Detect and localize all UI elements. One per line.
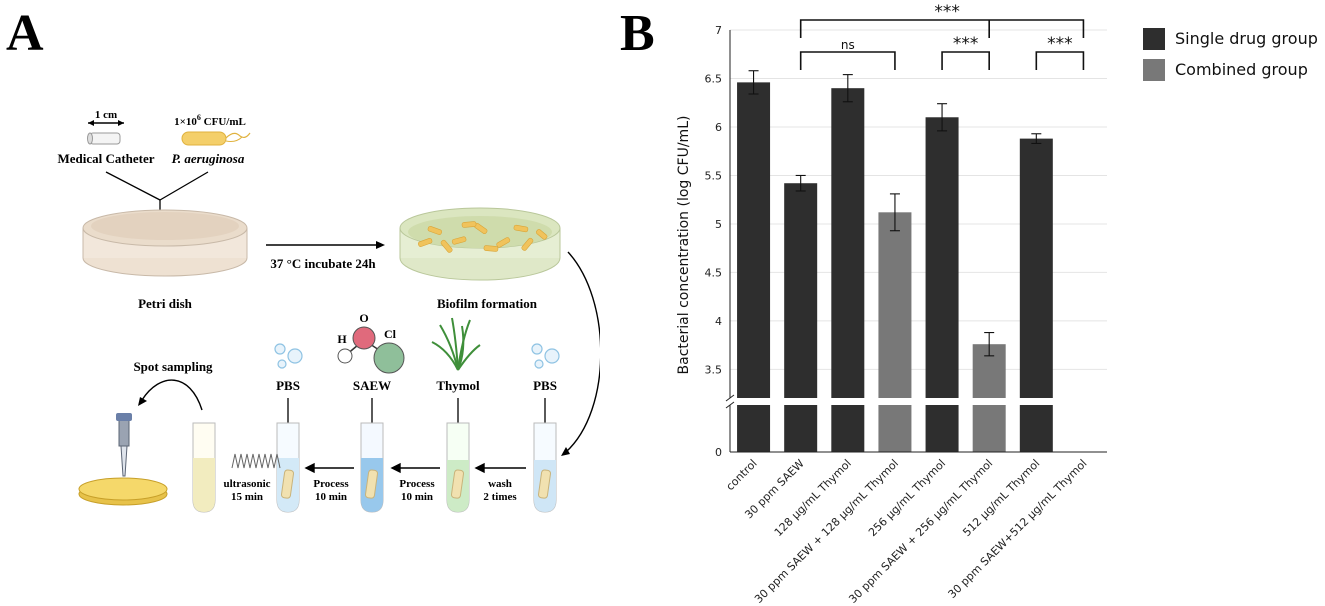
y-tick-label: 4: [715, 315, 722, 328]
panel-b-letter: B: [620, 5, 655, 62]
incubate-arrow: [266, 241, 385, 249]
scale-label: 1 cm: [95, 109, 117, 121]
wash-label: wash: [488, 478, 512, 490]
significance-label: ns: [841, 38, 855, 52]
biofilm-label: Biofilm formation: [437, 296, 538, 311]
catheter-icon: [87, 132, 121, 145]
bar: [784, 183, 818, 398]
legend-swatch: [1143, 28, 1165, 50]
ultrasonic-wave-icon: [231, 453, 281, 469]
concentration-label: 1×106 CFU/mL: [174, 113, 246, 128]
x-tick-label: control: [724, 457, 760, 493]
biofilm-dish-icon: [399, 207, 561, 281]
y-tick-label: 5.5: [705, 169, 723, 182]
spot-sampling-label: Spot sampling: [133, 359, 213, 374]
significance-bracket: [1035, 51, 1085, 70]
curved-arrow-left: [138, 379, 203, 411]
bubbles-icon: [531, 343, 560, 369]
molecule-icon: [337, 326, 405, 374]
catheter-label: Medical Catheter: [57, 151, 154, 166]
tube-icon: [192, 422, 216, 513]
bar: [831, 88, 865, 399]
y-tick-label: 0: [715, 446, 722, 459]
significance-label: ***: [953, 34, 979, 54]
process-label: Process: [399, 478, 435, 490]
thymol-plant-icon: [431, 317, 481, 371]
ultrasonic-label: ultrasonic: [223, 478, 270, 490]
molecule-cl-label: Cl: [384, 327, 397, 341]
bar: [1019, 138, 1053, 398]
legend-label: Single drug group: [1175, 29, 1318, 48]
y-axis-label: Bacterial concentration (log CFU/mL): [676, 116, 692, 375]
significance-brackets: *** ns *** ***: [799, 2, 1085, 70]
bar: [925, 117, 959, 399]
axis-break: [725, 394, 735, 402]
tube-icon: [533, 422, 557, 513]
bar: [1019, 405, 1053, 452]
y-tick-label: 3.5: [705, 363, 723, 376]
bar-chart: B Bacterial concentration (log CFU/mL) 7…: [620, 2, 1318, 606]
y-tick-label: 6: [715, 121, 722, 134]
y-tick-label: 6.5: [705, 72, 723, 85]
thymol-label: Thymol: [436, 378, 480, 393]
molecule-h-label: H: [337, 332, 347, 346]
y-tick-label: 7: [715, 24, 722, 37]
scale-bar: 1 cm: [88, 109, 124, 126]
pipette-icon: [116, 413, 132, 477]
bar: [878, 405, 912, 452]
petri-dish-icon: [82, 209, 248, 277]
pbs-label-left: PBS: [276, 378, 300, 393]
tube-icon: [446, 422, 470, 513]
bacteria-label: P. aeruginosa: [172, 151, 245, 166]
down-arrows: [282, 398, 551, 442]
bar: [737, 82, 771, 399]
bacteria-icon: [181, 131, 251, 146]
process-time-label: 10 min: [401, 491, 433, 503]
y-tick-label: 5: [715, 218, 722, 231]
bar: [972, 405, 1006, 452]
bar: [737, 405, 771, 452]
process-time-label: 10 min: [315, 491, 347, 503]
bar: [831, 405, 865, 452]
process-label: Process: [313, 478, 349, 490]
pbs-label-right: PBS: [533, 378, 557, 393]
bar: [784, 405, 818, 452]
significance-label: ***: [934, 2, 960, 22]
bubbles-icon: [274, 343, 303, 369]
incubate-label: 37 °C incubate 24h: [270, 256, 376, 271]
ultrasonic-time-label: 15 min: [231, 491, 263, 503]
saew-label: SAEW: [353, 378, 391, 393]
curved-arrow-right: [561, 251, 600, 456]
axis-break: [725, 401, 735, 409]
bar: [878, 212, 912, 398]
significance-bracket: [799, 19, 1085, 38]
wash-times-label: 2 times: [483, 491, 517, 503]
panel-a-letter: A: [6, 5, 44, 62]
significance-bracket: [941, 51, 990, 70]
significance-bracket: [799, 51, 896, 70]
tube-icon: [276, 422, 300, 513]
agar-plate-icon: [78, 477, 168, 506]
significance-label: ***: [1047, 34, 1073, 54]
molecule-o-label: O: [359, 311, 368, 325]
legend-label: Combined group: [1175, 60, 1308, 79]
tube-icon: [360, 422, 384, 513]
legend-swatch: [1143, 59, 1165, 81]
petri-label: Petri dish: [138, 296, 193, 311]
workflow-diagram: A 1 cm Medical Catheter 1×106 CFU/mL P. …: [6, 5, 600, 513]
process-arrows: [304, 462, 526, 474]
bar: [925, 405, 959, 452]
y-tick-label: 4.5: [705, 266, 723, 279]
bars: [737, 70, 1053, 452]
